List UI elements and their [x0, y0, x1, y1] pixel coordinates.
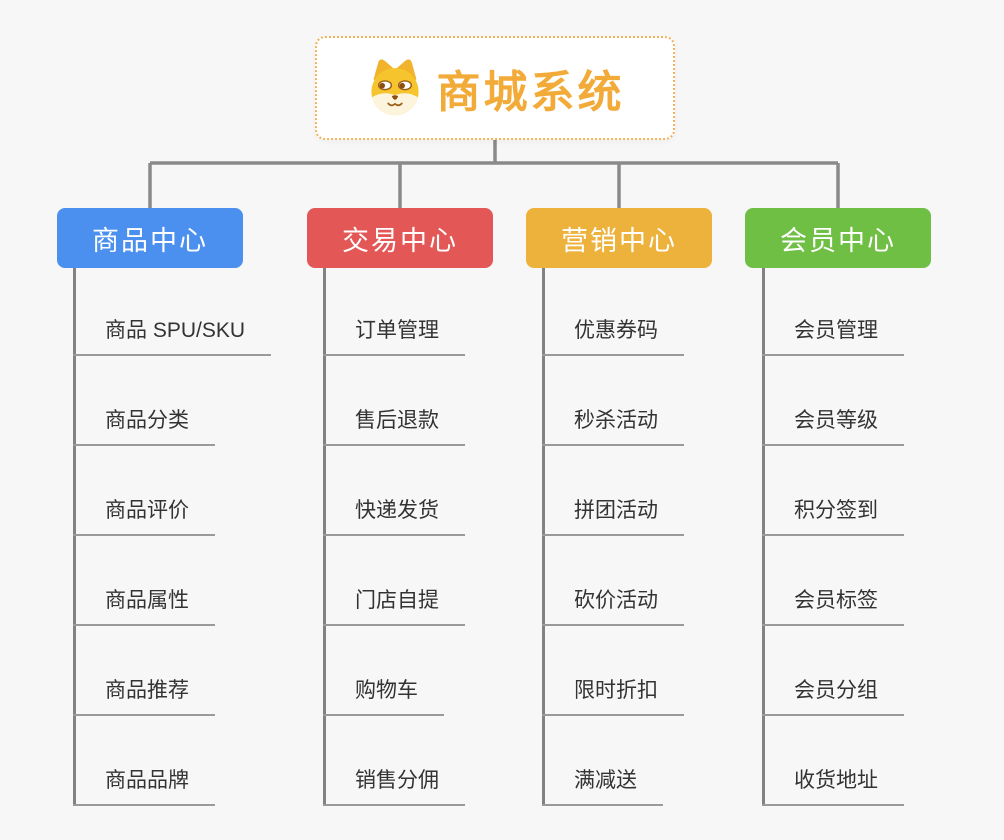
- leaf-node[interactable]: 收货地址: [762, 766, 904, 806]
- leaf-node[interactable]: 会员管理: [762, 316, 904, 356]
- leaf-node[interactable]: 门店自提: [323, 586, 465, 626]
- root-branch-connector-path: [148, 140, 840, 208]
- leaf-node[interactable]: 秒杀活动: [542, 406, 684, 446]
- branch-label: 会员中心: [780, 225, 896, 256]
- leaf-node[interactable]: 积分签到: [762, 496, 904, 536]
- leaf-node[interactable]: 销售分佣: [323, 766, 465, 806]
- branch-node-product-center[interactable]: 商品中心: [57, 208, 243, 268]
- leaf-node[interactable]: 拼团活动: [542, 496, 684, 536]
- branch-children-marketing-center: 优惠券码 秒杀活动 拼团活动 砍价活动 限时折扣 满减送: [542, 268, 792, 806]
- leaf-node[interactable]: 会员分组: [762, 676, 904, 716]
- leaf-node[interactable]: 砍价活动: [542, 586, 684, 626]
- branch-label: 商品中心: [92, 225, 208, 256]
- root-node[interactable]: 商城系统: [315, 36, 675, 140]
- leaf-node[interactable]: 商品属性: [73, 586, 215, 626]
- leaf-node[interactable]: 商品分类: [73, 406, 215, 446]
- leaf-node[interactable]: 商品 SPU/SKU: [73, 316, 272, 356]
- leaf-node[interactable]: 优惠券码: [542, 316, 684, 356]
- leaf-node[interactable]: 订单管理: [323, 316, 465, 356]
- branch-node-member-center[interactable]: 会员中心: [745, 208, 931, 268]
- leaf-node[interactable]: 商品评价: [73, 496, 215, 536]
- branch-node-marketing-center[interactable]: 营销中心: [526, 208, 712, 268]
- branch-label: 营销中心: [561, 225, 677, 256]
- branch-children-member-center: 会员管理 会员等级 积分签到 会员标签 会员分组 收货地址: [762, 268, 1004, 806]
- leaf-node[interactable]: 快递发货: [323, 496, 465, 536]
- leaf-node[interactable]: 购物车: [323, 676, 444, 716]
- leaf-node[interactable]: 满减送: [542, 766, 663, 806]
- branch-label: 交易中心: [342, 225, 458, 256]
- leaf-node[interactable]: 会员等级: [762, 406, 904, 446]
- shiba-dog-icon: [370, 59, 419, 116]
- branch-node-trade-center[interactable]: 交易中心: [307, 208, 493, 268]
- leaf-node[interactable]: 限时折扣: [542, 676, 684, 716]
- root-title: 商城系统: [436, 68, 625, 117]
- leaf-node[interactable]: 售后退款: [323, 406, 465, 446]
- leaf-node[interactable]: 商品品牌: [73, 766, 215, 806]
- leaf-node[interactable]: 会员标签: [762, 586, 904, 626]
- branch-children-product-center: 商品 SPU/SKU 商品分类 商品评价 商品属性 商品推荐 商品品牌: [73, 268, 323, 806]
- leaf-node[interactable]: 商品推荐: [73, 676, 215, 716]
- branch-children-trade-center: 订单管理 售后退款 快递发货 门店自提 购物车 销售分佣: [323, 268, 573, 806]
